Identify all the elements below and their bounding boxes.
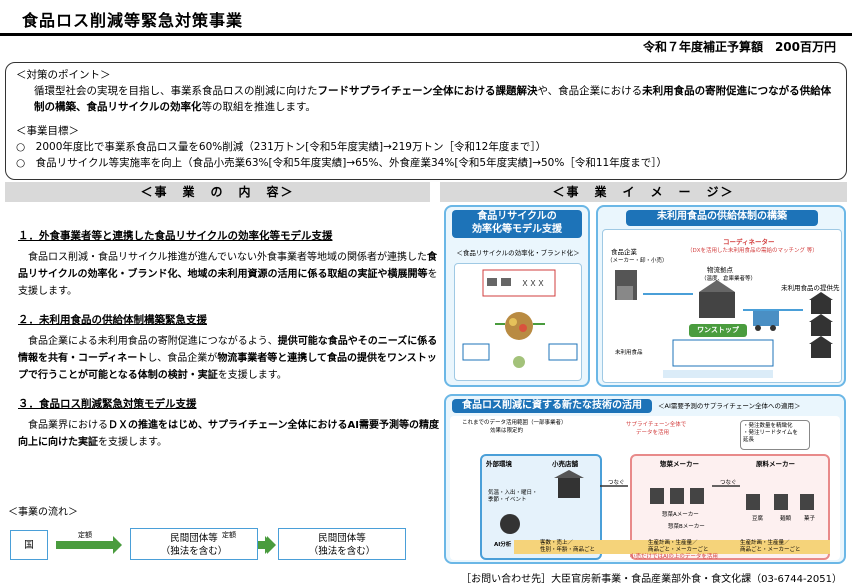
contact-info: ［お問い合わせ先］大臣官房新事業・食品産業部外食・食文化課（03-6744-20… bbox=[461, 574, 842, 585]
order-text: ・発注数量を精緻化・発注リードタイムを延長 bbox=[743, 423, 798, 443]
points-box: ＜対策のポイント＞ 循環型社会の実現を目指し、事業系食品ロスの削減に向けたフード… bbox=[5, 62, 847, 180]
recycle-panel: 食品リサイクルの効率化等モデル支援 ＜食品リサイクルの効率化・ブランド化＞ ＸＸ… bbox=[444, 205, 590, 387]
external-label: 外部環境 bbox=[486, 460, 512, 468]
content-header: ＜事 業 の 内 容＞ bbox=[5, 182, 430, 202]
points-text-3: や、食品企業における bbox=[537, 85, 643, 97]
ai-analysis-label: AI分析 bbox=[494, 542, 512, 548]
data-range-sub: 効果は限定的 bbox=[490, 428, 524, 434]
tech-title: 食品ロス削減に資する新たな技術の活用 bbox=[452, 399, 652, 413]
budget-amount: 令和７年度補正予算額 200百万円 bbox=[642, 40, 836, 54]
customer-label: 客数・売上／性別・年齢・商品ごと bbox=[540, 540, 596, 553]
weather-label: 気温・入出・曜日・季節・イベント bbox=[488, 490, 538, 503]
points-text-5: 等の取組を推進します。 bbox=[201, 101, 316, 113]
supply-title: 未利用食品の供給体制の構築 bbox=[626, 210, 818, 226]
flow-arrow-2b bbox=[258, 536, 276, 554]
points-text-4: 未利用食品の寄附促進につながる供給体制の構築、食品リサイクルの効率化 bbox=[34, 85, 832, 113]
goal-heading: ＜事業目標＞ bbox=[16, 125, 79, 137]
data-range-label: これまでのデータ活用範囲（一部事業者） bbox=[462, 420, 567, 426]
flow-arrow-1-label: 定額 bbox=[78, 531, 92, 539]
connect-1: つなぐ bbox=[608, 480, 625, 486]
recycle-illustration: ＸＸＸ bbox=[462, 269, 578, 368]
coordinator-sub: （DXを活用した未利用食品の需給のマッチング 等） bbox=[687, 248, 818, 254]
recycle-diagram: ＸＸＸ bbox=[454, 263, 582, 381]
one-stop-badge: ワンストップ bbox=[689, 324, 747, 337]
item-1-text: 食品ロス削減・食品リサイクル推進が進んでいない外食事業者等地域の関係者が連携した… bbox=[18, 252, 438, 297]
plan-1-label: 生産計画・生産量／商品ごと・メーカーごと bbox=[648, 540, 709, 553]
flow-label: ＜事業の流れ＞ bbox=[8, 507, 78, 518]
points-body: 循環型社会の実現を目指し、事業系食品ロスの削減に向けたフードサプライチェーン全体… bbox=[16, 83, 836, 115]
supply-all-sub: データを活用 bbox=[636, 430, 670, 436]
tech-diagram: これまでのデータ活用範囲（一部事業者） 効果は限定的 サプライチェーン全体で デ… bbox=[450, 416, 840, 560]
order-box: ・発注数量を精緻化・発注リードタイムを延長 bbox=[740, 420, 810, 450]
noodle-label: 麺類 bbox=[780, 516, 792, 522]
points-text-1: 循環型社会の実現を目指し、事業系食品ロスの削減に向けた bbox=[34, 85, 318, 97]
flow-box-1: 民間団体等（独法を含む） bbox=[130, 528, 258, 560]
flow-box-2: 民間団体等（独法を含む） bbox=[278, 528, 406, 560]
coordinator-label: コーディネーター bbox=[723, 238, 775, 246]
food-company-sub: （メーカー・卸・小売） bbox=[607, 258, 668, 264]
supply-illustration bbox=[615, 270, 833, 378]
supply-panel: 未利用食品の供給体制の構築 コーディネーター （DXを活用した未利用食品の需給の… bbox=[596, 205, 846, 387]
supply-all-label: サプライチェーン全体で bbox=[626, 422, 687, 428]
raw-maker-label: 原料メーカー bbox=[756, 460, 795, 468]
points-text-2: フードサプライチェーン全体における課題解決 bbox=[317, 85, 538, 97]
item-1-title: １．外食事業者等と連携した食品リサイクルの効率化等モデル支援 bbox=[18, 230, 333, 242]
goal-2: ○ 食品リサイクル等実施率を向上（食品小売業63%[令和5年度実績]→65%、外… bbox=[16, 157, 667, 169]
plan-2-label: 生産計画・生産量／商品ごと・メーカーごと bbox=[740, 540, 801, 553]
data-bar bbox=[514, 540, 830, 554]
recycle-title: 食品リサイクルの効率化等モデル支援 bbox=[452, 210, 582, 238]
title-bar: 食品ロス削減等緊急対策事業 bbox=[0, 0, 852, 36]
goal-1: ○ 2000年度比で事業系食品ロス量を60%削減（231万トン[令和5年度実績]… bbox=[16, 141, 547, 153]
food-company-label: 食品企業 bbox=[611, 248, 637, 256]
svg-text:ＸＸＸ: ＸＸＸ bbox=[521, 279, 545, 288]
recycle-subtitle: ＜食品リサイクルの効率化・ブランド化＞ bbox=[456, 249, 580, 257]
flow-arrow-2-label: 定額 bbox=[222, 531, 236, 539]
sauce-label: 菓子 bbox=[804, 516, 816, 522]
provider-label: 未利用食品の提供先 bbox=[781, 284, 840, 292]
content-list: １．外食事業者等と連携した食品リサイクルの効率化等モデル支援 食品ロス削減・食品… bbox=[12, 228, 442, 463]
sauce-maker-a: 惣菜Aメーカー bbox=[662, 512, 699, 518]
item-2-title: ２．未利用食品の供給体制構築緊急支援 bbox=[18, 314, 207, 326]
item-3-text: 食品業界におけるＤＸの推進をはじめ、サプライチェーン全体におけるAI需要予測等の… bbox=[18, 420, 439, 448]
connect-2: つなぐ bbox=[720, 480, 737, 486]
tofu-label: 豆腐 bbox=[752, 516, 764, 522]
logistics-label: 物流拠点 bbox=[707, 266, 733, 274]
item-2-text: 食品企業による未利用食品の寄附促進につながるよう、提供可能な食品やそのニーズに係… bbox=[18, 336, 438, 381]
page-title: 食品ロス削減等緊急対策事業 bbox=[22, 11, 244, 30]
tech-subtitle: ＜AI需要予測のサプライチェーン全体への適用＞ bbox=[658, 402, 801, 410]
delicatessen-label: 惣菜メーカー bbox=[660, 460, 699, 468]
supply-diagram: コーディネーター （DXを活用した未利用食品の需給のマッチング 等） 食品企業 … bbox=[602, 229, 842, 383]
logistics-sub: （温度、倉庫業者等） bbox=[701, 276, 757, 282]
retail-label: 小売店舗 bbox=[552, 460, 578, 468]
flow-arrow-1 bbox=[56, 536, 122, 554]
sauce-maker-b: 惣菜Bメーカー bbox=[668, 524, 705, 530]
tech-illustration bbox=[500, 470, 814, 534]
data-note: 小売だけではAIの上のデータを活用 bbox=[630, 554, 718, 560]
tech-panel: 食品ロス削減に資する新たな技術の活用 ＜AI需要予測のサプライチェーン全体への適… bbox=[444, 394, 846, 564]
flow-country: 国 bbox=[10, 530, 48, 560]
unused-food-label: 未利用食品 bbox=[615, 350, 643, 356]
item-3-title: ３．食品ロス削減緊急対策モデル支援 bbox=[18, 398, 197, 410]
image-header: ＜事 業 イ メ ー ジ＞ bbox=[440, 182, 847, 202]
points-heading: ＜対策のポイント＞ bbox=[16, 69, 111, 81]
